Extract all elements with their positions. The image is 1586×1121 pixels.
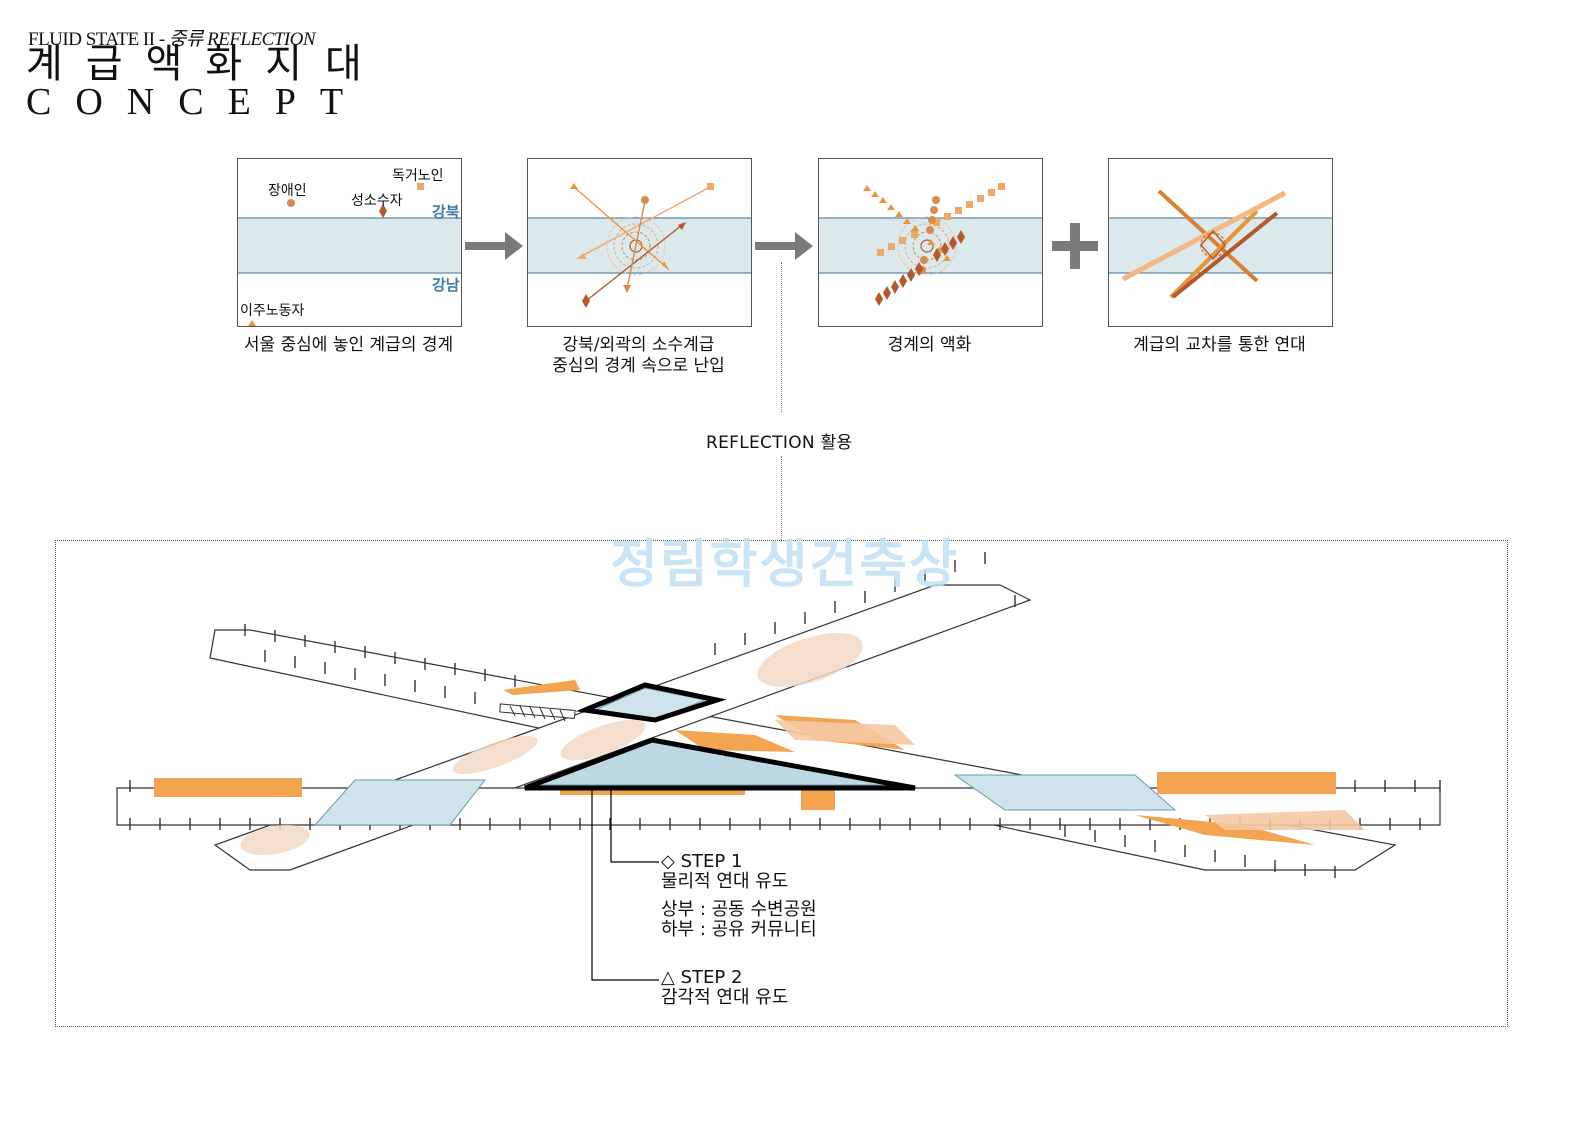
title-korean: 계급액화지대 [26,41,385,87]
label-sexual-minority: 성소수자 [351,193,403,209]
panel-intrusion-drawing [528,183,751,308]
step1-detail: 하부 : 공유 커뮤니티 [661,919,817,940]
circle-icon [287,199,295,207]
panel-liquefaction-drawing [819,183,1042,306]
axonometric-frame [55,540,1508,1027]
axonometric-drawing [116,552,1441,981]
subtitle-prefix: FLUID STATE II - [28,29,169,50]
triangle-icon [248,320,256,326]
label-north: 강북 [432,203,460,221]
triangle-icon: △ [661,967,675,988]
diamond-icon [379,204,387,218]
panel-boundary [237,158,462,327]
square-icon [417,183,424,190]
subtitle-italic: 중류 REFLECTION [168,29,316,50]
step2-title: STEP 2 [680,967,743,988]
step1-detail: 상부 : 공동 수변공원 [661,899,817,920]
caption-line: 중심의 경계 속으로 난입 [552,356,725,376]
panel-solidarity [1108,158,1333,327]
step1-heading: ◇ STEP 1 [661,852,817,872]
step2-line: 감각적 연대 유도 [661,987,789,1008]
caption-panel-2: 강북/외곽의 소수계급 중심의 경계 속으로 난입 [527,335,750,377]
step2-triangle-outline [524,737,916,791]
leader-step2 [591,790,659,981]
step2-heading: △ STEP 2 [661,968,788,988]
plus-icon [1050,221,1100,271]
watermark: 정림학생건축상 [610,535,959,595]
arrow-right-icon [465,230,525,262]
caption-panel-4: 계급의 교차를 통한 연대 [1108,335,1331,356]
label-disabled: 장애인 [268,183,307,199]
connector-line-upper [781,262,782,412]
peach-shapes [240,633,863,856]
title-english: CONCEPT [26,81,368,123]
step1-title: STEP 1 [680,851,743,872]
panel-liquefaction [818,158,1043,327]
panel-intrusion [527,158,752,327]
step1-line: 물리적 연대 유도 [661,871,789,892]
step1-diamond-outline [575,682,727,723]
step2-block: △ STEP 2 감각적 연대 유도 [661,968,788,1008]
label-migrant-worker: 이주노동자 [240,303,305,319]
river-band [238,218,461,273]
stairs [499,703,576,722]
caption-line: 강북/외곽의 소수계급 [562,335,715,355]
leader-step1 [610,790,659,863]
step1-block: ◇ STEP 1 물리적 연대 유도 상부 : 공동 수변공원 하부 : 공유 … [661,852,817,940]
label-south: 강남 [432,276,460,294]
label-elderly: 독거노인 [392,168,444,184]
connector-line-lower [781,456,782,540]
panel-solidarity-drawing [1109,189,1332,299]
arrow-right-icon [755,230,815,262]
diamond-icon: ◇ [661,851,675,872]
light-orange-planes [775,720,1365,830]
caption-line: 계급의 교차를 통한 연대 [1133,335,1306,355]
connector-label: REFLECTION 활용 [706,433,853,453]
caption-line: 경계의 액화 [887,335,972,355]
panel-boundary-drawing [238,183,461,326]
caption-panel-3: 경계의 액화 [818,335,1041,356]
caption-line: 서울 중심에 놓인 계급의 경계 [243,335,454,355]
subtitle: FLUID STATE II - 중류 REFLECTION [28,24,316,51]
caption-panel-1: 서울 중심에 놓인 계급의 경계 [237,335,460,356]
